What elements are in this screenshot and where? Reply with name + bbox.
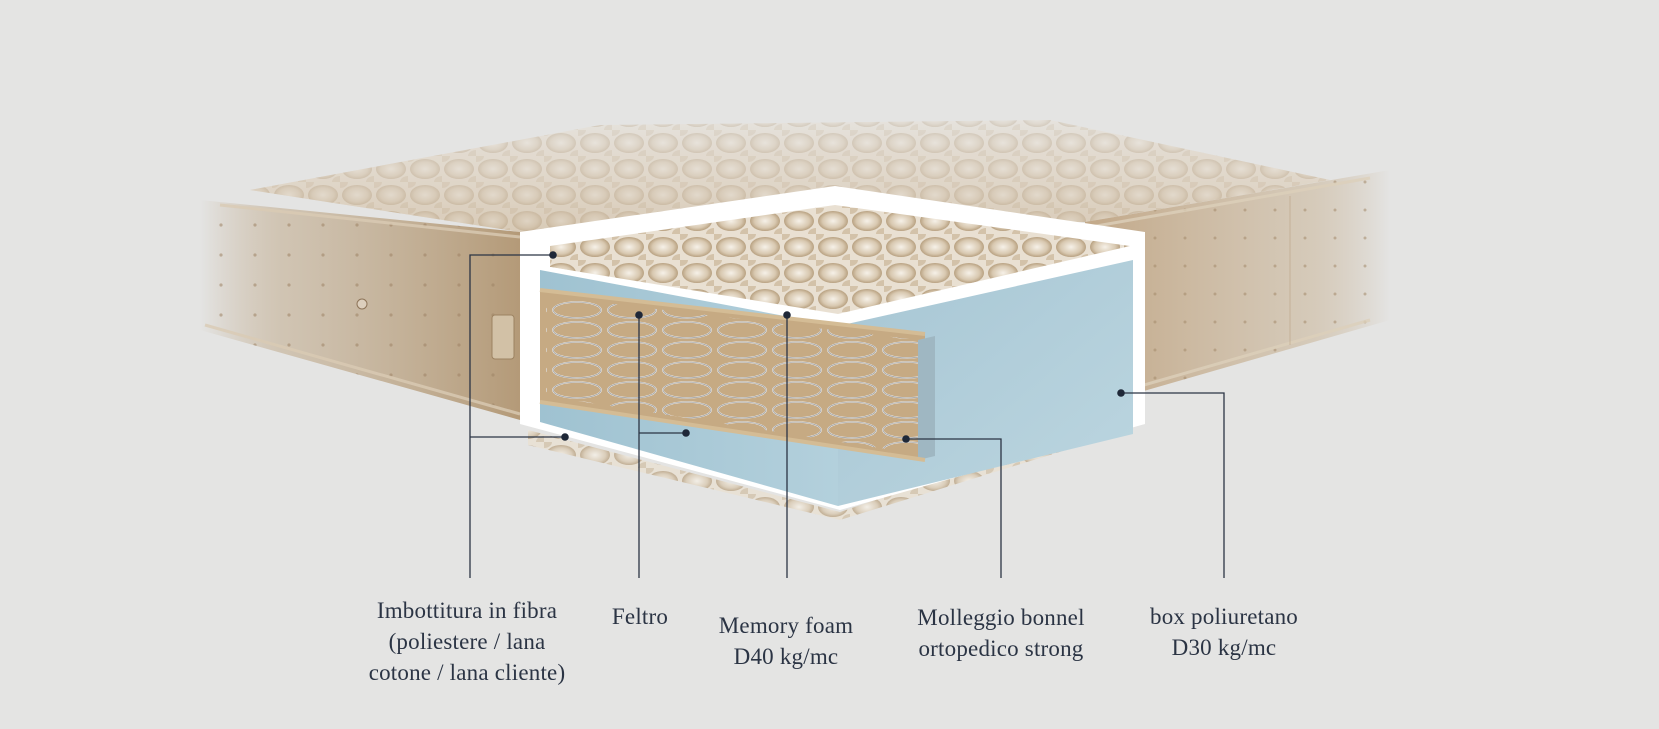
- label-line: box poliuretano: [1150, 604, 1298, 629]
- label-box-poliuretano: box poliuretano D30 kg/mc: [1074, 601, 1374, 663]
- label-memory-foam: Memory foam D40 kg/mc: [636, 610, 936, 672]
- leader-dots: [549, 251, 1125, 443]
- cutaway-block: [520, 186, 1145, 510]
- felt-strip-bottom: [539, 400, 926, 462]
- leader-lines: [469, 254, 1225, 578]
- label-line: cotone / lana cliente): [368, 660, 566, 685]
- label-line: (poliestere / lana: [388, 629, 546, 654]
- leader-molle: [906, 438, 1002, 578]
- leader-box: [1121, 392, 1225, 578]
- label-line: Molleggio bonnel: [917, 605, 1085, 630]
- felt-strip-top: [539, 288, 926, 336]
- label-line: Imbottitura in fibra: [376, 598, 558, 623]
- label-molleggio-bonnel: Molleggio bonnel ortopedico strong: [851, 602, 1151, 664]
- label-feltro: Feltro: [490, 601, 790, 632]
- top-fiber-surface: [550, 205, 1130, 314]
- label-line: Feltro: [611, 604, 669, 629]
- mattress-body: [200, 120, 1390, 420]
- label-line: Memory foam: [718, 613, 854, 638]
- label-imbottitura-fibra: Imbottitura in fibra (poliestere / lana …: [317, 595, 617, 688]
- leader-fibra: [469, 254, 553, 578]
- label-line: D40 kg/mc: [733, 644, 839, 669]
- label-line: D30 kg/mc: [1171, 635, 1277, 660]
- label-line: ortopedico strong: [918, 636, 1084, 661]
- bottom-fiber-layer: [528, 430, 1082, 520]
